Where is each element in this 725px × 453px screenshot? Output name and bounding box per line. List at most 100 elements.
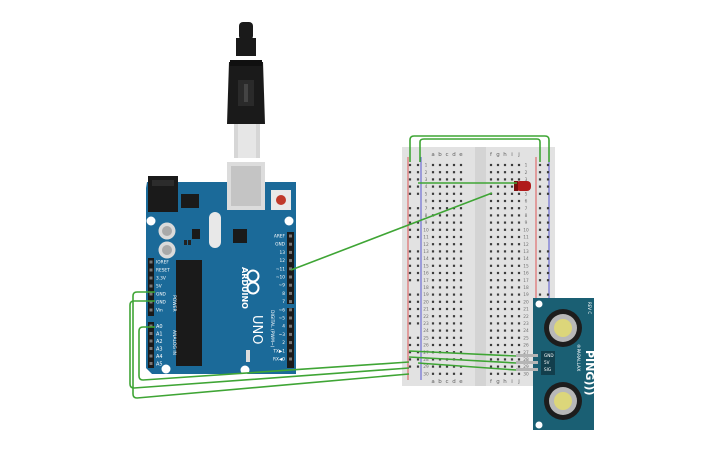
row-number-left: 20	[423, 299, 429, 305]
microcontroller-chip	[176, 260, 202, 366]
row-number-left: 7	[425, 206, 428, 212]
row-number-right: 26	[523, 343, 529, 349]
digital-pin-label: 13	[280, 250, 286, 256]
power-pin-label: Vin	[156, 308, 163, 314]
row-number-left: 15	[423, 263, 429, 269]
column-label-top: i	[511, 152, 513, 158]
arduino-uno-board: ARDUINO UNO POWER ANALOG IN DIGITAL (PWM…	[146, 162, 296, 375]
row-number-right: 28	[523, 357, 529, 363]
digital-pin-label: ~9	[279, 283, 286, 289]
digital-pin-label: ~10	[276, 275, 285, 281]
sensor-name: PING)))	[583, 350, 596, 395]
wire-5v	[132, 291, 410, 399]
row-number-right: 3	[525, 177, 528, 183]
digital-pin-label: TX▶1	[272, 348, 285, 354]
column-label-top: f	[490, 152, 493, 158]
arduino-brand: ARDUINO	[240, 267, 249, 309]
wire-sensor-sig	[417, 362, 517, 371]
column-label-top: h	[503, 152, 507, 158]
column-label-top: g	[496, 152, 500, 158]
row-number-right: 22	[523, 314, 529, 320]
row-number-right: 14	[523, 256, 529, 262]
digital-header-low	[287, 308, 294, 368]
row-number-left: 13	[423, 249, 429, 255]
digital-pin-label: 2	[282, 340, 285, 346]
digital-pin-label: 12	[280, 258, 286, 264]
analog-pin-label: A4	[156, 354, 163, 360]
sensor-brand: ®PARALLAX	[575, 344, 582, 371]
digital-pin-label: 4	[282, 324, 285, 330]
row-number-right: 24	[523, 328, 529, 334]
arduino-logo-icon	[246, 269, 260, 295]
row-number-right: 30	[523, 371, 529, 377]
usb-cable	[227, 22, 265, 158]
row-number-right: 2	[525, 170, 528, 176]
row-number-right: 18	[523, 285, 529, 291]
wire-top-rail-1	[409, 135, 550, 162]
sensor-pin-label: 5V	[544, 360, 550, 365]
power-pin-label: RESET	[156, 268, 170, 274]
row-number-left: 6	[425, 199, 428, 205]
row-number-left: 1	[425, 163, 428, 169]
row-number-left: 4	[425, 184, 428, 190]
row-number-right: 6	[525, 199, 528, 205]
column-label-top: d	[452, 152, 456, 158]
row-number-right: 12	[523, 242, 529, 248]
row-number-left: 8	[425, 213, 428, 219]
row-number-right: 7	[525, 206, 528, 212]
column-label-bottom: a	[431, 379, 434, 385]
row-number-left: 18	[423, 285, 429, 291]
column-label-bottom: f	[490, 379, 493, 385]
row-number-right: 23	[523, 321, 529, 327]
row-number-right: 25	[523, 335, 529, 341]
row-number-left: 24	[423, 328, 429, 334]
power-pin-label: GND	[156, 292, 167, 298]
column-label-bottom: e	[459, 379, 463, 385]
row-number-left: 9	[425, 220, 428, 226]
row-number-left: 21	[423, 307, 429, 313]
row-number-right: 8	[525, 213, 528, 219]
row-number-right: 19	[523, 292, 529, 298]
row-number-left: 23	[423, 321, 429, 327]
wire-sensor-gnd	[408, 350, 517, 357]
row-number-right: 27	[523, 350, 529, 356]
analog-pin-label: A0	[156, 324, 163, 330]
row-number-left: 10	[423, 227, 429, 233]
row-number-left: 14	[423, 256, 429, 262]
wire-sensor-5v	[408, 356, 517, 364]
digital-pin-label: RX◀0	[273, 357, 285, 363]
row-number-right: 29	[523, 364, 529, 370]
sensor-pin-label: GND	[544, 353, 554, 358]
digital-pin-label: GND	[275, 242, 286, 248]
column-label-top: b	[438, 152, 442, 158]
analog-pin-label: A5	[156, 362, 163, 368]
row-number-left: 25	[423, 335, 429, 341]
digital-pin-label: ~6	[279, 307, 286, 313]
power-pin-label: IOREF	[156, 260, 169, 266]
power-header-label: POWER	[171, 295, 177, 312]
column-label-top: e	[459, 152, 463, 158]
row-number-left: 27	[423, 350, 429, 356]
digital-pin-label: ~11	[276, 266, 285, 272]
row-number-left: 2	[425, 170, 428, 176]
row-number-left: 17	[423, 278, 429, 284]
row-number-left: 26	[423, 343, 429, 349]
row-number-left: 16	[423, 271, 429, 277]
column-label-bottom: g	[496, 379, 500, 385]
row-number-right: 9	[525, 220, 528, 226]
row-number-right: 10	[523, 227, 529, 233]
row-number-right: 11	[523, 235, 529, 241]
column-label-bottom: j	[517, 379, 520, 385]
digital-pin-label: 8	[282, 291, 285, 297]
column-label-top: j	[517, 152, 520, 158]
analog-pin-label: A2	[156, 339, 163, 345]
row-number-left: 28	[423, 357, 429, 363]
column-label-bottom: h	[503, 379, 507, 385]
row-number-left: 5	[425, 191, 428, 197]
arduino-model: UNO	[249, 315, 264, 344]
column-label-top: a	[431, 152, 434, 158]
sensor-rev: REV C	[587, 302, 592, 314]
